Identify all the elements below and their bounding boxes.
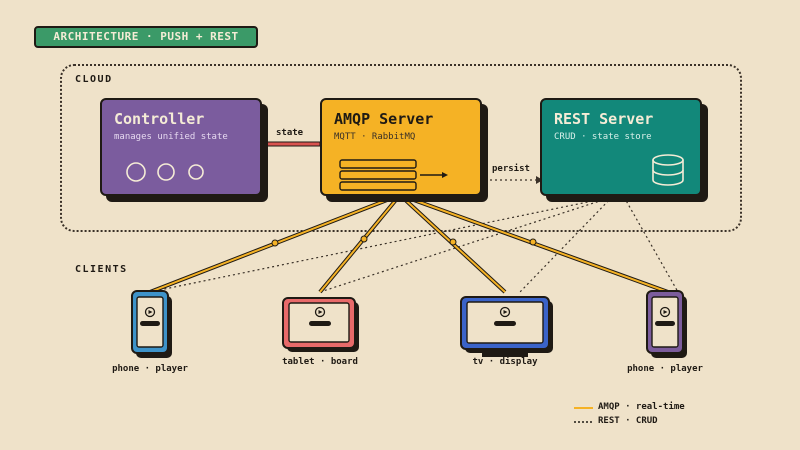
legend-amqp-label: AMQP · real-time xyxy=(598,402,685,412)
amqp-title: AMQP Server xyxy=(334,110,434,128)
packet-dot xyxy=(449,238,457,246)
amqp-subtitle: MQTT · RabbitMQ xyxy=(334,132,416,142)
controller-state-icons xyxy=(126,162,204,182)
amqp-link-tablet xyxy=(319,194,401,293)
client-label-phone-right: phone · player xyxy=(627,364,703,374)
amqp-server-node[interactable]: AMQP Server MQTT · RabbitMQ xyxy=(320,98,482,196)
cloud-label: CLOUD xyxy=(75,74,113,85)
state-edge-label: state xyxy=(276,128,304,138)
client-label-tv: tv · display xyxy=(472,357,538,367)
client-label-tablet: tablet · board xyxy=(282,357,358,367)
legend-rest-label: REST · CRUD xyxy=(598,416,658,426)
device-tv xyxy=(460,296,553,357)
amqp-connections xyxy=(149,193,669,294)
client-label-phone-left: phone · player xyxy=(112,364,188,374)
diagram-title: ARCHITECTURE · PUSH + REST xyxy=(34,26,258,48)
packet-dot xyxy=(360,235,368,243)
database-icon xyxy=(652,154,684,186)
play-icon xyxy=(144,306,156,318)
play-icon xyxy=(499,306,511,318)
rest-subtitle: CRUD · state store xyxy=(554,132,652,142)
play-icon xyxy=(659,306,671,318)
controller-title: Controller xyxy=(114,110,205,128)
rest-connections xyxy=(149,179,679,293)
device-phone-left xyxy=(131,290,172,358)
play-icon xyxy=(314,306,326,318)
persist-edge-label: persist xyxy=(492,164,530,174)
rest-title: REST Server xyxy=(554,110,654,128)
controller-node[interactable]: Controller manages unified state xyxy=(100,98,262,196)
cloud-group xyxy=(60,64,742,232)
packet-dot xyxy=(529,238,537,246)
persist-arrowhead xyxy=(536,176,543,184)
rest-link-phone-right xyxy=(623,196,679,293)
rest-server-node[interactable]: REST Server CRUD · state store xyxy=(540,98,702,196)
clients-label: CLIENTS xyxy=(75,264,128,275)
controller-subtitle: manages unified state xyxy=(114,132,228,142)
device-phone-right xyxy=(646,290,687,358)
packet-dot xyxy=(271,239,279,247)
rest-link-phone-left xyxy=(149,196,613,293)
rest-link-tablet xyxy=(319,196,613,293)
rest-link-tv xyxy=(519,196,613,293)
queue-icon xyxy=(339,159,448,191)
device-tablet xyxy=(282,297,359,352)
